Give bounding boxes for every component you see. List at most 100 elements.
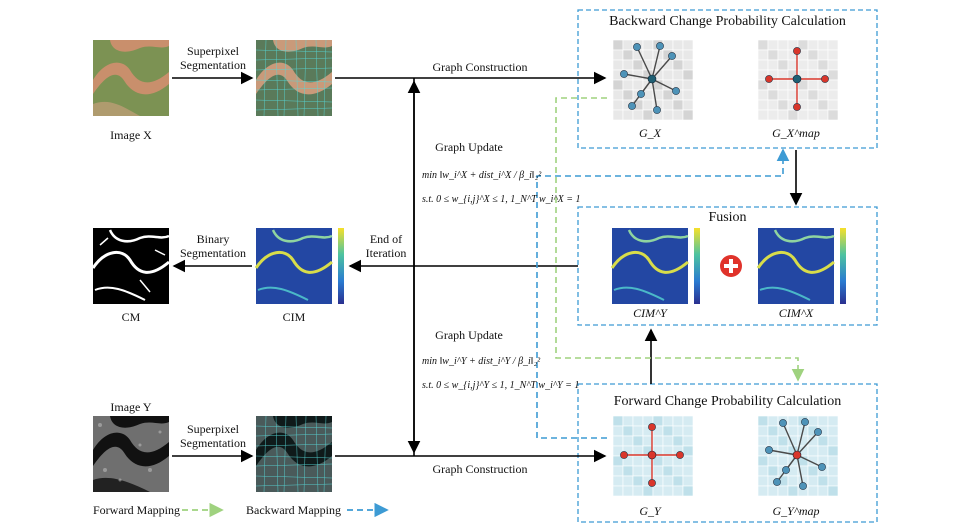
grid-cell xyxy=(807,99,819,111)
grid-cell xyxy=(757,415,769,427)
grid-cell xyxy=(672,99,684,111)
backward-panel xyxy=(577,9,878,149)
grid-cell xyxy=(767,99,779,111)
grid-cell xyxy=(767,455,779,467)
grid-cell xyxy=(612,39,624,51)
graph-node xyxy=(773,478,781,486)
grid-cell xyxy=(757,465,769,477)
grid-cell xyxy=(757,59,769,71)
grid-cell xyxy=(777,99,789,111)
grid-cell xyxy=(827,455,839,467)
cm-label: CM xyxy=(121,310,141,324)
grid-cell xyxy=(622,415,634,427)
grid-cell xyxy=(662,465,674,477)
graph-center-node xyxy=(647,74,657,84)
forward-panel-title: Forward Change Probability Calculation xyxy=(613,394,842,409)
grid-cell xyxy=(767,109,779,121)
grid-cell xyxy=(777,485,789,497)
grid-cell xyxy=(807,485,819,497)
grid-cell xyxy=(672,465,684,477)
gy-map-grid xyxy=(757,415,839,497)
graph-edge xyxy=(651,78,658,111)
graph-edge xyxy=(796,421,806,456)
grid-cell xyxy=(777,49,789,61)
grid-cell xyxy=(817,415,829,427)
grid-cell xyxy=(827,49,839,61)
grid-cell xyxy=(632,79,644,91)
grid-cell xyxy=(662,485,674,497)
grid-cell xyxy=(777,79,789,91)
grid-cell xyxy=(642,39,654,51)
grid-cell xyxy=(682,445,694,457)
cim-y-picture xyxy=(610,228,689,304)
grid-cell xyxy=(652,485,664,497)
grid-cell xyxy=(827,425,839,437)
grid-cell xyxy=(807,39,819,51)
graph-node xyxy=(676,451,684,459)
graph-node xyxy=(814,428,822,436)
grid-cell xyxy=(807,415,819,427)
backward-mapping-path xyxy=(536,148,790,439)
grid-cell xyxy=(787,425,799,437)
graph-node xyxy=(672,87,680,95)
grid-cell xyxy=(767,485,779,497)
grid-cell xyxy=(757,475,769,487)
grid-cell xyxy=(767,49,779,61)
gy-map-label: G_Y^map xyxy=(772,504,820,518)
grid-cell xyxy=(827,415,839,427)
graph-edge xyxy=(768,449,798,456)
graph-node xyxy=(765,446,773,454)
image-x-picture xyxy=(93,40,169,116)
grid-cell xyxy=(622,435,634,447)
grid-cell xyxy=(827,39,839,51)
grid-cell xyxy=(817,445,829,457)
grid-cell xyxy=(662,475,674,487)
grid-cell xyxy=(827,59,839,71)
grid-cell xyxy=(817,89,829,101)
grid-cell xyxy=(662,425,674,437)
grid-cell xyxy=(827,79,839,91)
grid-cell xyxy=(767,39,779,51)
graph-edge xyxy=(796,431,819,456)
grid-cell xyxy=(672,69,684,81)
grid-cell xyxy=(672,109,684,121)
grid-cell xyxy=(807,89,819,101)
grid-cell xyxy=(672,415,684,427)
cim-y-colorbar xyxy=(694,228,700,304)
cim-y-label: CIM^Y xyxy=(633,306,667,320)
grid-cell xyxy=(682,79,694,91)
end-of-iteration-label: End of Iteration xyxy=(365,232,407,260)
grid-cell xyxy=(767,425,779,437)
graph-edge xyxy=(782,422,798,456)
grid-cell xyxy=(682,415,694,427)
grid-cell xyxy=(652,465,664,477)
gx-label: G_X xyxy=(639,126,661,140)
forward-panel xyxy=(577,383,878,523)
grid-cell xyxy=(787,415,799,427)
grid-cell xyxy=(632,109,644,121)
grid-cell xyxy=(612,425,624,437)
grid-cell xyxy=(817,49,829,61)
grid-cell xyxy=(642,485,654,497)
gx-map-grid xyxy=(757,39,839,121)
grid-cell xyxy=(622,485,634,497)
graph-construction-bottom-label: Graph Construction xyxy=(432,462,528,476)
cim-x-colorbar xyxy=(840,228,846,304)
grid-cell xyxy=(807,49,819,61)
grid-cell xyxy=(777,445,789,457)
grid-cell xyxy=(797,59,809,71)
grid-cell xyxy=(807,109,819,121)
graph-update-top-objective: min ‖w_i^X + dist_i^X / β_i‖₂² xyxy=(422,170,542,181)
grid-cell xyxy=(807,445,819,457)
graph-node xyxy=(620,70,628,78)
image-y-picture xyxy=(93,416,169,492)
graph-update-bottom-label: Graph Update xyxy=(435,328,503,342)
grid-cell xyxy=(757,485,769,497)
cim-colorbar xyxy=(338,228,344,304)
grid-cell xyxy=(757,435,769,447)
cim-x-label: CIM^X xyxy=(778,306,814,320)
grid-cell xyxy=(622,109,634,121)
grid-cell xyxy=(682,455,694,467)
gy-label: G_Y xyxy=(639,504,661,518)
grid-cell xyxy=(612,415,624,427)
